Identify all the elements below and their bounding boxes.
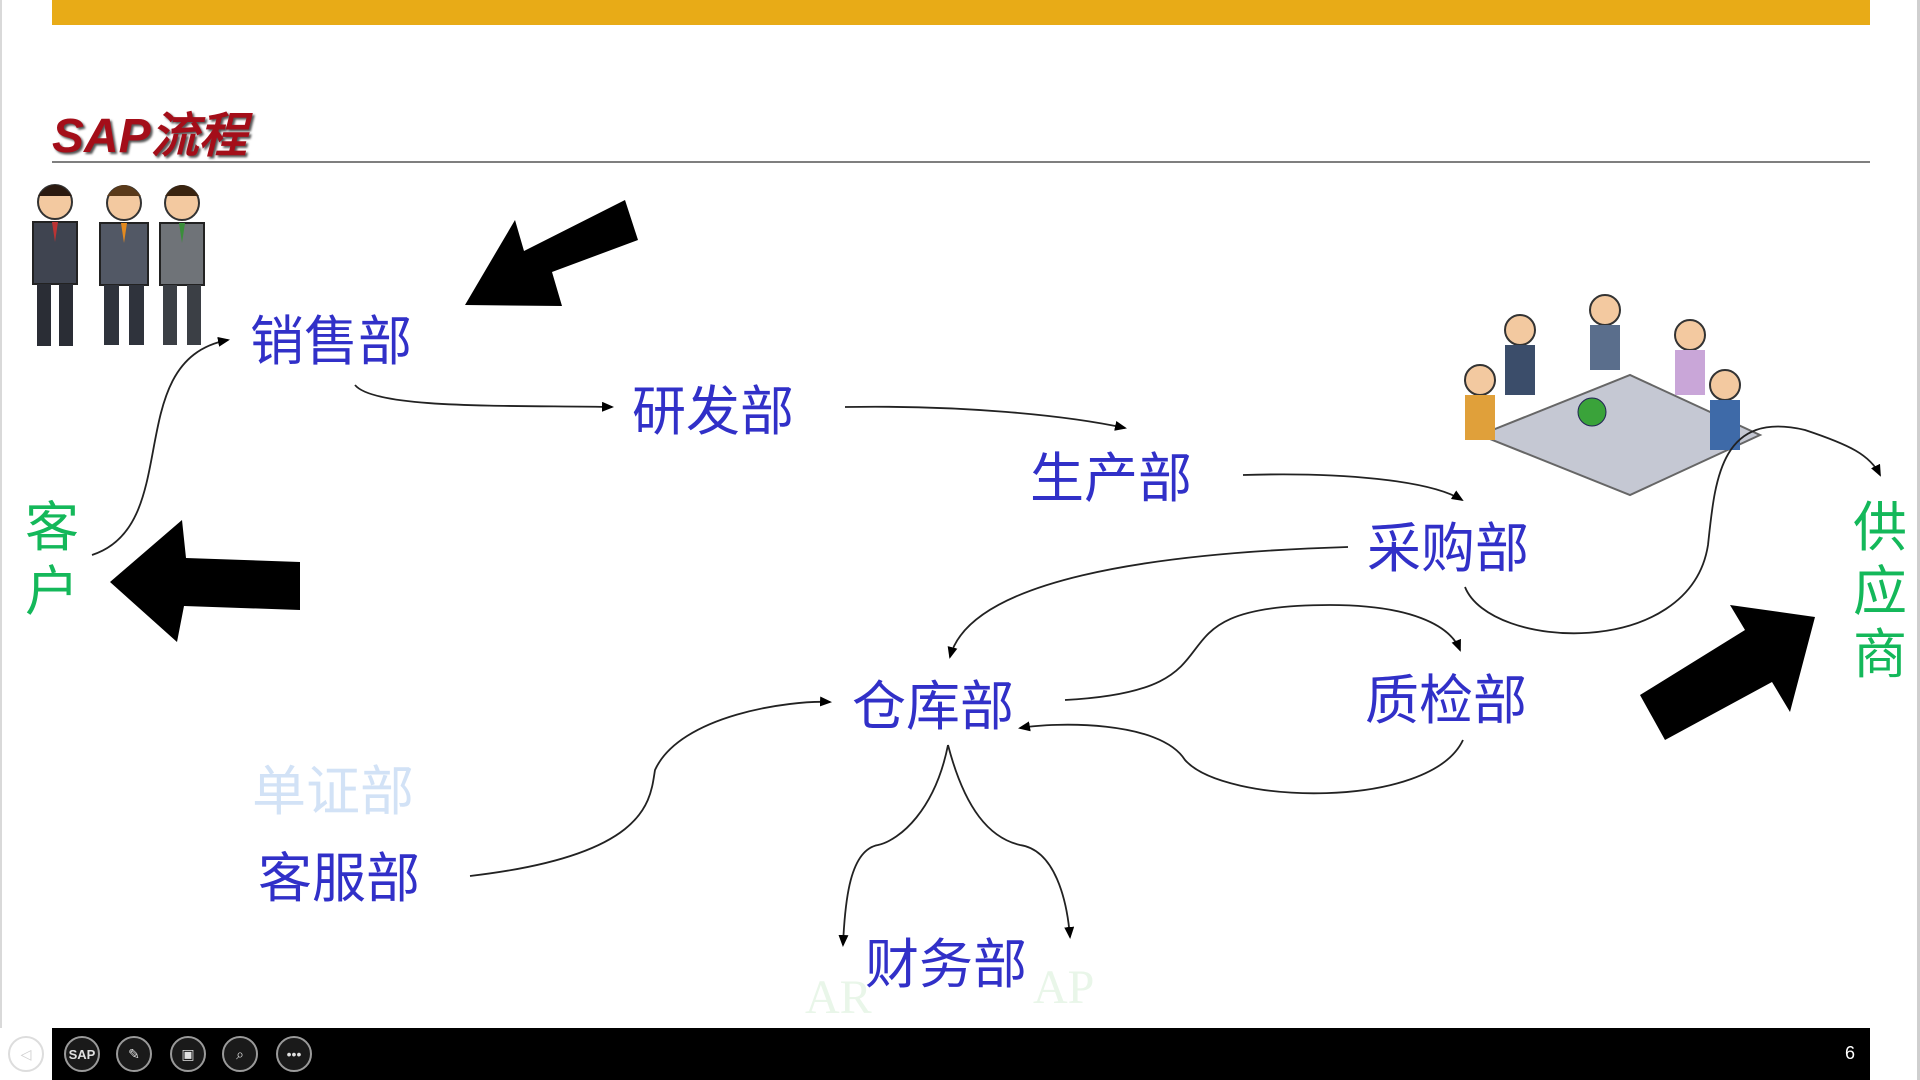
slide-page-number: 6 <box>1844 1043 1855 1063</box>
pen-tool-button[interactable]: ✎ <box>116 1036 152 1072</box>
dept-documents: 单证部 <box>252 760 414 823</box>
arrow-rnd-to-production <box>844 405 1127 431</box>
dept-service: 客服部 <box>258 847 420 910</box>
highlight-arrow-supplier <box>1640 605 1815 740</box>
business-people-icon <box>32 184 205 346</box>
arrow-service-to-warehouse <box>469 696 832 877</box>
slideshow-toolbar <box>52 1028 1870 1080</box>
dept-rnd: 研发部 <box>632 380 794 443</box>
label-ar: AR <box>805 971 872 1024</box>
arrow-purchasing-to-supplier <box>1464 425 1881 635</box>
slide-top-accent-bar <box>52 0 1870 25</box>
pen-icon: ✎ <box>128 1045 140 1062</box>
title-divider <box>52 161 1870 163</box>
more-options-button[interactable]: ••• <box>276 1036 312 1072</box>
dept-quality: 质检部 <box>1365 669 1527 732</box>
zoom-button[interactable]: ⌕ <box>222 1036 258 1072</box>
slides-grid-icon: ▣ <box>181 1045 195 1062</box>
highlight-arrow-customer <box>110 520 300 642</box>
arrow-sales-to-rnd <box>354 384 614 412</box>
slide-title: SAP流程 <box>52 110 247 163</box>
ellipsis-icon: ••• <box>286 1046 302 1062</box>
arrow-production-to-purchasing <box>1242 473 1464 502</box>
arrow-customer-to-sales <box>91 336 230 556</box>
label-ap: AP <box>1033 961 1095 1014</box>
previous-slide-button[interactable]: ◁ <box>8 1036 44 1072</box>
slide-left-edge <box>0 0 2 1028</box>
party-customer: 客户 <box>25 496 79 623</box>
dept-finance: 财务部 <box>865 933 1027 996</box>
highlight-arrow-sales <box>465 200 638 306</box>
magnifier-icon: ⌕ <box>236 1045 244 1062</box>
chevron-left-icon: ◁ <box>20 1045 32 1062</box>
window-right-edge <box>1917 0 1920 1080</box>
dept-purchasing: 采购部 <box>1367 517 1529 580</box>
arrow-warehouse-to-ap <box>947 744 1075 939</box>
dept-warehouse: 仓库部 <box>852 675 1014 738</box>
sap-logo-button[interactable]: SAP <box>64 1036 100 1072</box>
sap-logo-label: SAP <box>68 1046 96 1062</box>
arrow-purchasing-to-warehouse <box>947 546 1349 659</box>
arrow-quality-to-warehouse <box>1018 721 1464 795</box>
arrow-warehouse-to-ar <box>838 744 949 947</box>
dept-sales: 销售部 <box>250 310 412 373</box>
party-supplier: 供应商 <box>1853 496 1907 687</box>
arrow-warehouse-to-quality <box>1064 604 1461 701</box>
meeting-illustration <box>1464 294 1763 497</box>
slides-overview-button[interactable]: ▣ <box>170 1036 206 1072</box>
dept-production: 生产部 <box>1030 447 1192 510</box>
